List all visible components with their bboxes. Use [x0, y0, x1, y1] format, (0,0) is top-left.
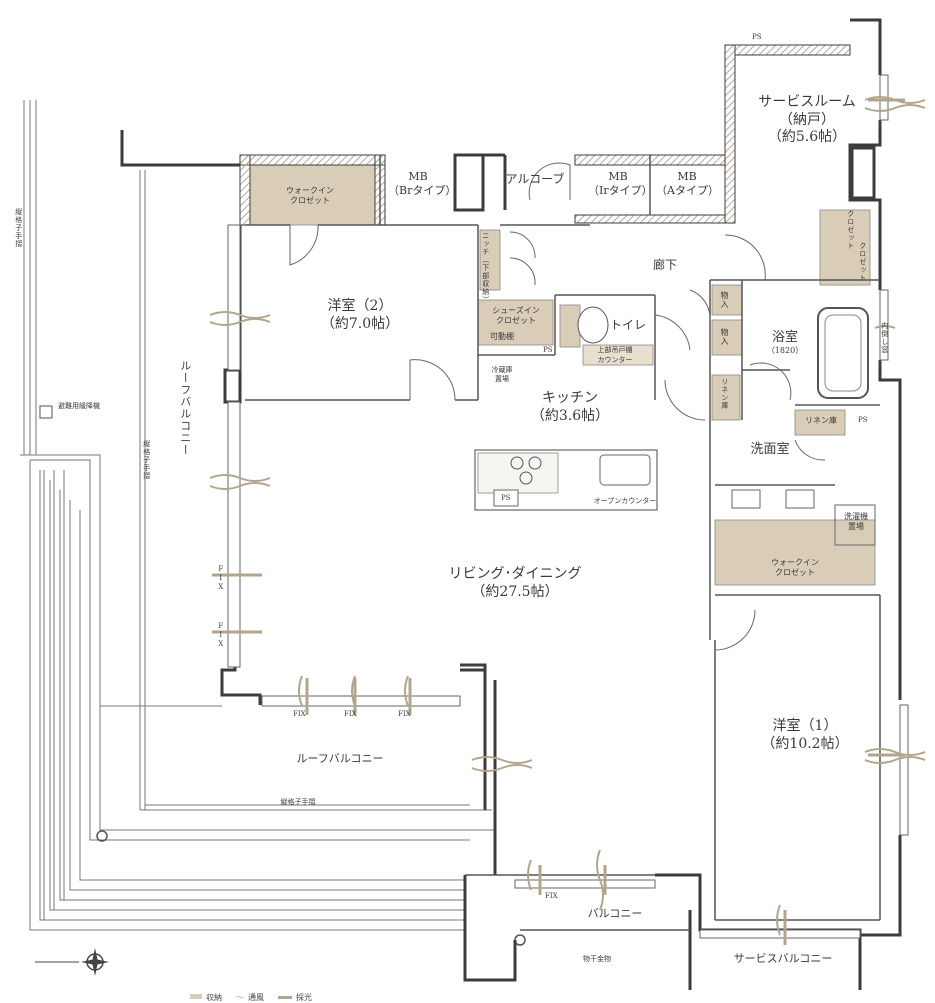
fix-mark-2: FIX — [216, 622, 225, 649]
compass-icon — [35, 948, 109, 976]
kitchen-counter — [474, 449, 658, 511]
toilet-label: トイレ — [609, 318, 646, 332]
escape-label: 避難用緩降機 — [58, 402, 100, 410]
open-counter-label: オープンカウンター — [593, 497, 657, 505]
drying-label: 物干金物 — [583, 955, 611, 963]
bathtub — [817, 307, 869, 399]
washer-label: 洗濯機置場 — [844, 512, 868, 531]
western1-label: 洋室（1） （約10.2帖） — [761, 718, 849, 752]
mb-ir-label: MB（Irタイプ） — [588, 170, 653, 197]
legend: 収納 〜通風 採光 — [190, 992, 312, 1003]
toilet-fixture — [577, 306, 609, 344]
interior-walls — [245, 155, 881, 931]
light-arrows — [212, 98, 905, 945]
legend-storage: 収納 — [190, 992, 222, 1003]
service-balcony-label: サービスバルコニー — [733, 952, 833, 965]
ps-mark-toilet: PS — [543, 346, 553, 354]
legend-storage-swatch — [190, 994, 202, 999]
door-swings — [289, 162, 826, 651]
ps-mark-kitchen: PS — [501, 494, 511, 502]
fix-mark-6: FIX — [545, 892, 558, 900]
fix-mark-5: FIX — [398, 710, 411, 718]
storage1-label: 物入 — [720, 291, 729, 309]
kitchen-label: キッチン （約3.6帖） — [530, 390, 610, 424]
storage-areas — [249, 164, 876, 586]
closet2-label: クロゼット — [858, 242, 867, 282]
bath-label: 浴室 （1820） — [766, 330, 804, 356]
service-room-label: サービスルーム （納戸） （約5.6帖） — [758, 94, 856, 145]
roof-balcony-outline — [20, 100, 495, 931]
corridor-label: 廊下 — [652, 258, 677, 272]
counter-label: カウンター — [597, 356, 633, 364]
living-label: リビング･ダイニング （約27.5帖） — [448, 566, 582, 600]
ps-mark-top: PS — [752, 33, 762, 41]
roof-balcony-bottom-label: ルーフバルコニー — [296, 752, 384, 765]
walkin-top-label: ウォークインクロゼット — [286, 186, 334, 205]
walkin-bottom-label: ウォークインクロゼット — [771, 558, 819, 577]
linen2-label: リネン庫 — [805, 416, 837, 425]
storage2-label: 物入 — [720, 328, 729, 346]
linen1-label: リネン庫 — [720, 378, 729, 410]
fix-mark-1: FIX — [216, 565, 225, 592]
fix-mark-3: FIX — [293, 710, 306, 718]
mb-br-label: MB（Brタイプ） — [388, 170, 457, 197]
fix-mark-4: FIX — [344, 710, 357, 718]
shoes-in-label: シューズインクロゼット — [492, 306, 540, 325]
drain-icon — [96, 830, 108, 842]
movable-shelf-label: 可動棚 — [490, 332, 514, 341]
closet1-label: クロゼット — [846, 210, 855, 250]
wash-basins — [731, 489, 876, 546]
ps-mark-washroom: PS — [858, 416, 868, 424]
roof-balcony-left-label: ルーフバルコニー — [178, 360, 192, 456]
railing-bottom-label: 縦格子手摺 — [280, 798, 316, 806]
legend-lighting: 採光 — [278, 992, 312, 1003]
alcove-label: アルコーブ — [505, 172, 565, 186]
washroom-label: 洗面室 — [750, 442, 790, 457]
ventilation-icon: 〜 — [236, 993, 244, 1002]
mb-a-label: MB（Aタイプ） — [656, 170, 719, 197]
niche-label: ニッチ（下部収納） — [481, 232, 490, 304]
windows — [227, 74, 909, 939]
railing-mid-label: 縦格子手摺 — [142, 440, 151, 480]
western2-label: 洋室（2） （約7.0帖） — [320, 298, 400, 332]
escape-ladder-icon — [39, 405, 53, 419]
upper-shelf-label: 上部吊戸棚 — [597, 346, 633, 354]
fridge-label: 冷蔵庫置場 — [491, 366, 513, 383]
railing-left-label: 縦格子手摺 — [14, 208, 23, 248]
balcony-label: バルコニー — [587, 907, 643, 920]
airflow-arrows — [209, 96, 926, 936]
legend-ventilation: 〜通風 — [236, 993, 264, 1002]
inner-window-label: 内倒し窓 — [880, 322, 889, 354]
lighting-icon — [278, 996, 292, 999]
